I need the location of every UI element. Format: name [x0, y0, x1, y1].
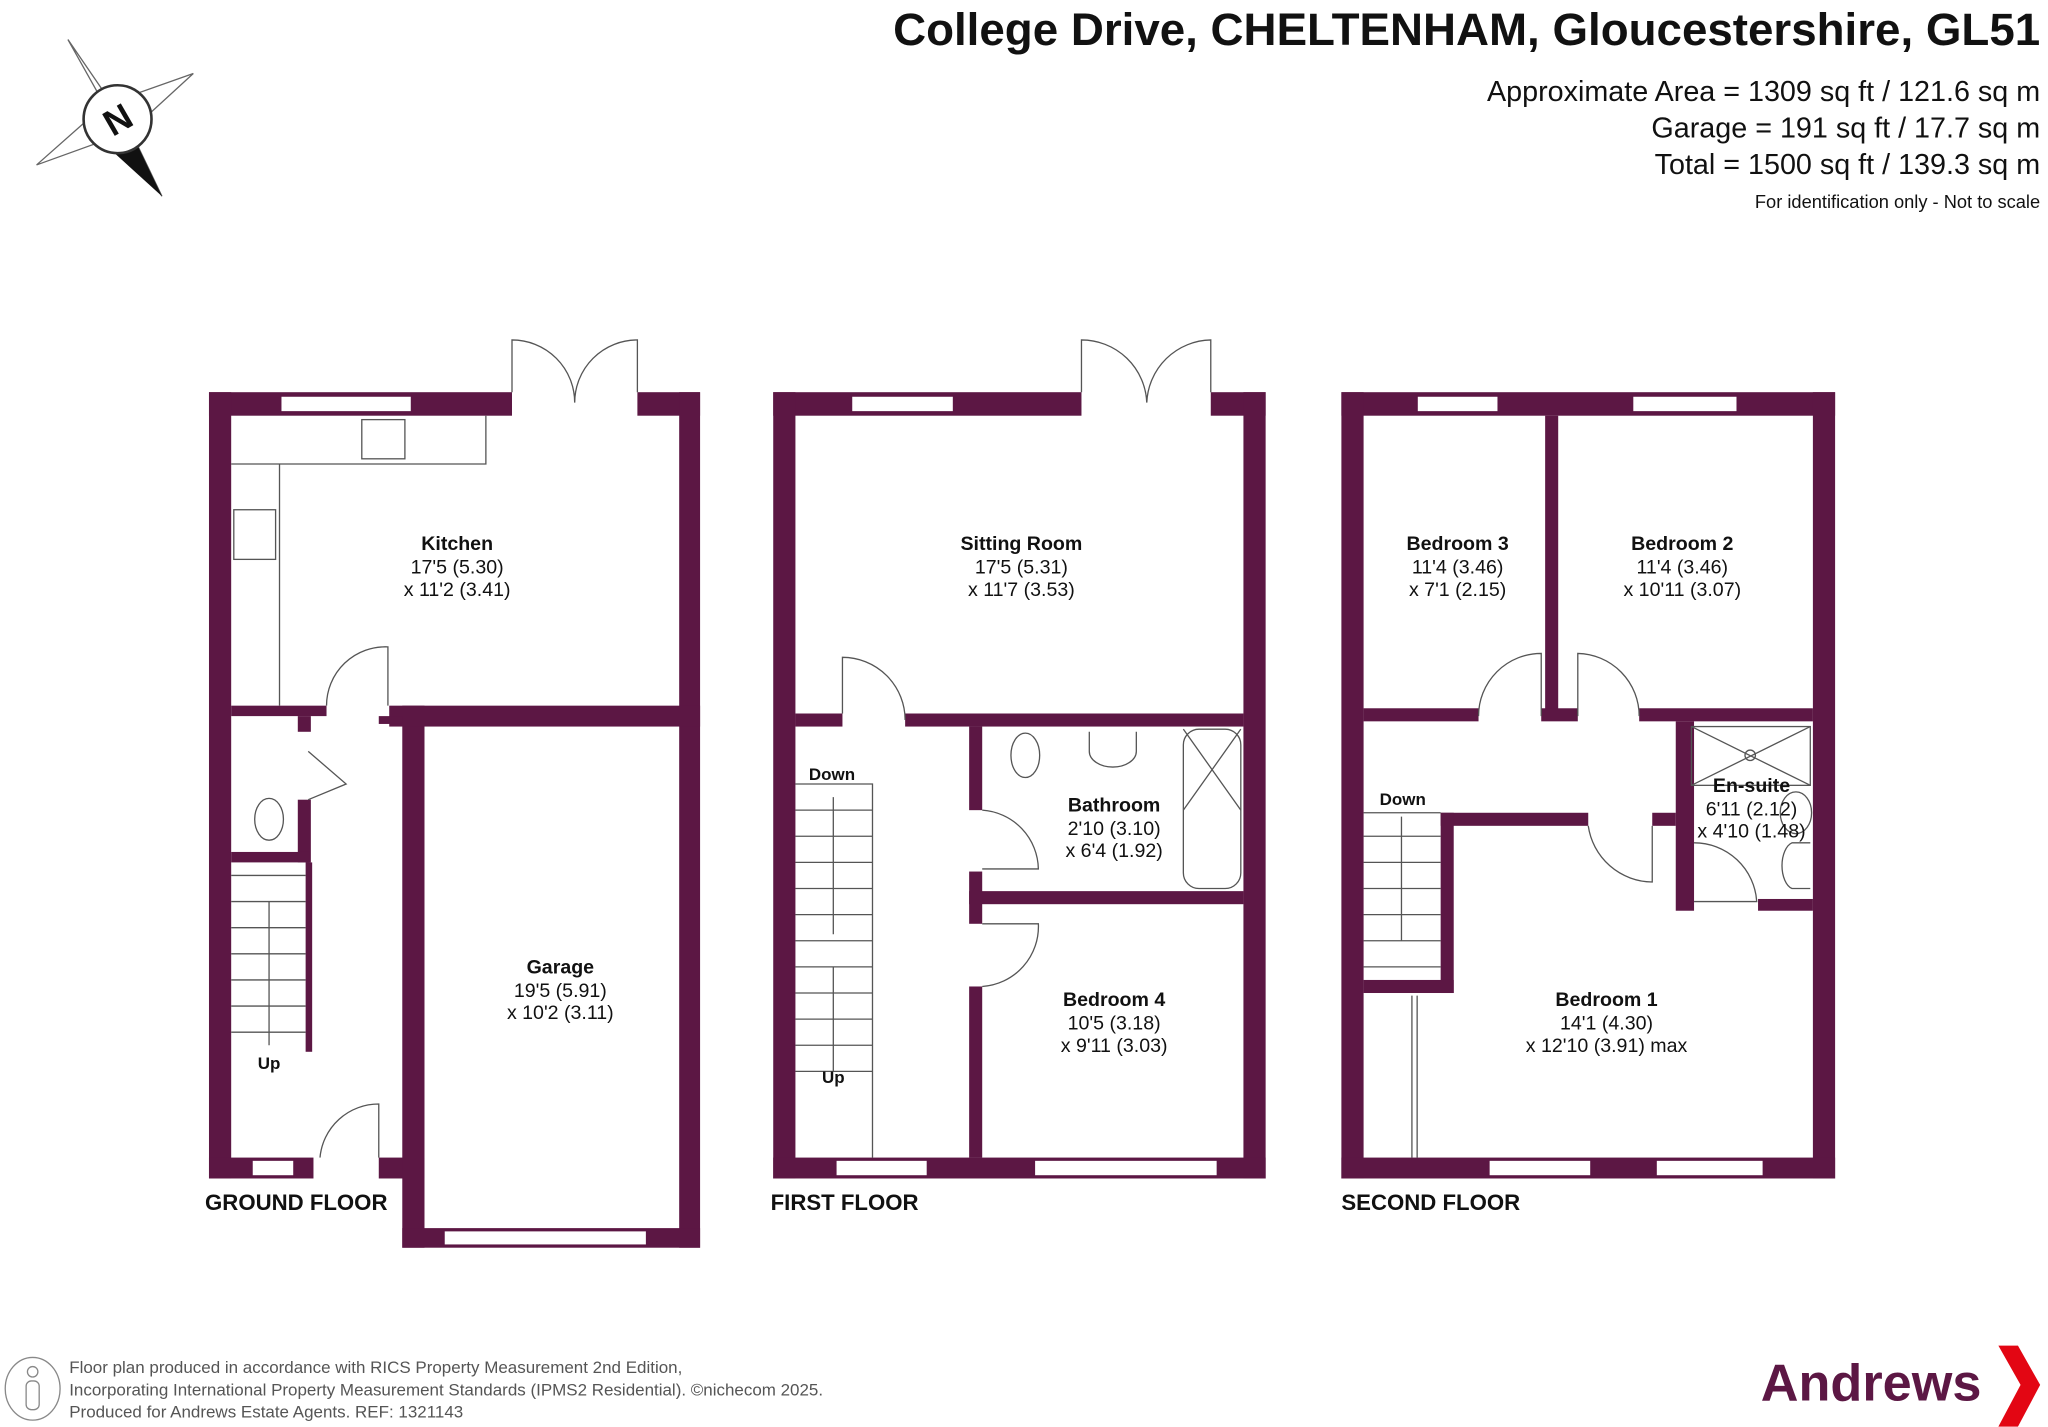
area-text: Approximate Area = 1309 sq ft / 121.6 sq…	[1487, 76, 2040, 108]
room-label-bedroom-4: Bedroom 4	[1063, 989, 1165, 1011]
room-label-bedroom-3: Bedroom 3	[1406, 533, 1508, 555]
kitchen-dim1: 17'5 (5.30)	[411, 557, 504, 579]
ensuite-dim2: x 4'10 (1.48)	[1697, 821, 1805, 843]
andrews-chevron-icon	[1998, 1345, 2041, 1427]
room-label-sitting-room: Sitting Room	[960, 533, 1082, 555]
page-title: College Drive, CHELTENHAM, Gloucestershi…	[893, 4, 2040, 55]
garage-area-text: Garage = 191 sq ft / 17.7 sq m	[1651, 113, 2040, 145]
bedroom1-dim2: x 12'10 (3.91) max	[1526, 1035, 1688, 1057]
bedroom2-dim1: 11'4 (3.46)	[1637, 557, 1729, 579]
bedroom3-dim2: x 7'1 (2.15)	[1409, 579, 1506, 601]
disclaimer: For identification only - Not to scale	[1755, 191, 2040, 212]
ensuite-dim1: 6'11 (2.12)	[1706, 798, 1798, 820]
bedroom2-dim2: x 10'11 (3.07)	[1623, 579, 1741, 601]
bathroom-dim2: x 6'4 (1.92)	[1065, 840, 1162, 862]
room-label-bedroom-2: Bedroom 2	[1631, 533, 1733, 555]
bedroom3-dim1: 11'4 (3.46)	[1412, 557, 1504, 579]
floor-label-first: FIRST FLOOR	[771, 1190, 919, 1215]
sitting-dim2: x 11'7 (3.53)	[968, 579, 1075, 601]
sitting-dim1: 17'5 (5.31)	[975, 557, 1068, 579]
floor-label-second: SECOND FLOOR	[1341, 1190, 1520, 1215]
bedroom1-dim1: 14'1 (4.30)	[1560, 1013, 1653, 1035]
stairs-up-label: Up	[258, 1054, 281, 1073]
floor-label-ground: GROUND FLOOR	[205, 1190, 387, 1215]
first-floor-plan: Sitting Room 17'5 (5.31) x 11'7 (3.53) B…	[771, 339, 1266, 1215]
bathroom-dim1: 2'10 (3.10)	[1068, 818, 1161, 840]
room-label-en-suite: En-suite	[1713, 775, 1790, 797]
room-label-bedroom-1: Bedroom 1	[1555, 989, 1657, 1011]
rics-person-icon	[4, 1356, 61, 1421]
andrews-logo: Andrews	[1761, 1355, 1982, 1413]
bedroom4-dim1: 10'5 (3.18)	[1068, 1013, 1161, 1035]
ground-floor-plan: Kitchen 17'5 (5.30) x 11'2 (3.41) Garage…	[205, 339, 701, 1248]
room-label-bathroom: Bathroom	[1068, 794, 1160, 816]
kitchen-dim2: x 11'2 (3.41)	[404, 579, 511, 601]
room-label-garage: Garage	[527, 956, 595, 978]
garage-dim2: x 10'2 (3.11)	[507, 1002, 614, 1024]
footer-line-1: Floor plan produced in accordance with R…	[69, 1358, 682, 1377]
stairs-down-label: Down	[1380, 790, 1426, 809]
room-label-kitchen: Kitchen	[421, 533, 493, 555]
stairs-up-label: Up	[822, 1068, 845, 1087]
stairs-down-label: Down	[809, 765, 855, 784]
total-area-text: Total = 1500 sq ft / 139.3 sq m	[1655, 149, 2041, 181]
footer-line-2: Incorporating International Property Mea…	[69, 1380, 823, 1399]
second-floor-plan: Bedroom 3 11'4 (3.46) x 7'1 (2.15) Bedro…	[1341, 392, 1836, 1215]
footer-line-3: Produced for Andrews Estate Agents. REF:…	[69, 1403, 463, 1422]
garage-dim1: 19'5 (5.91)	[514, 980, 607, 1002]
compass-icon: N	[36, 39, 194, 197]
bedroom4-dim2: x 9'11 (3.03)	[1061, 1035, 1168, 1057]
